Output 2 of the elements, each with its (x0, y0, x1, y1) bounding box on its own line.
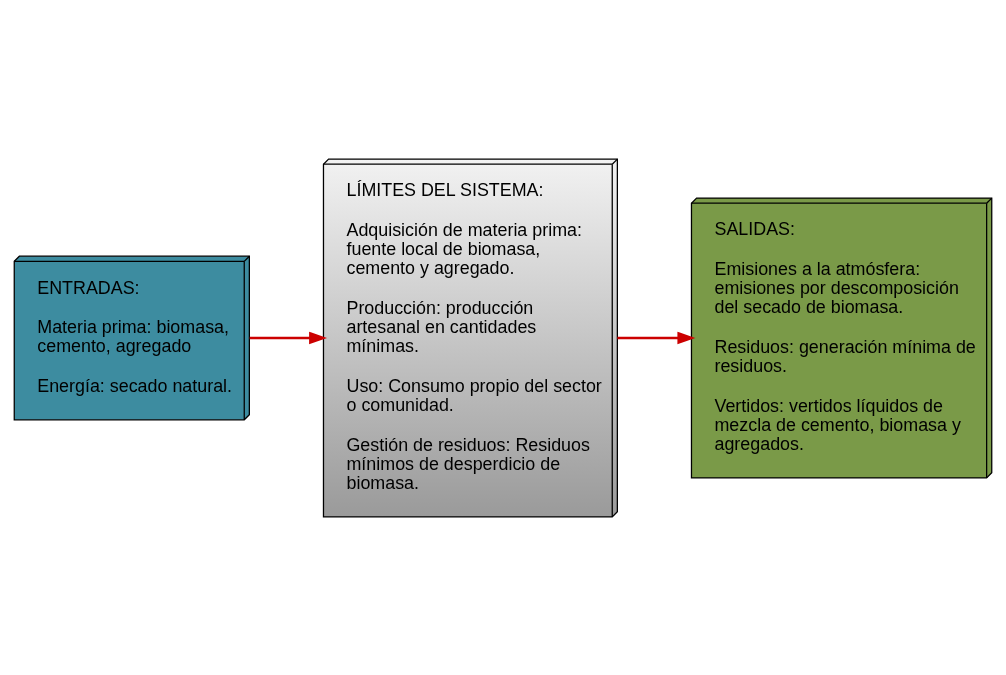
arrow (617, 331, 696, 344)
arrow (249, 331, 328, 344)
